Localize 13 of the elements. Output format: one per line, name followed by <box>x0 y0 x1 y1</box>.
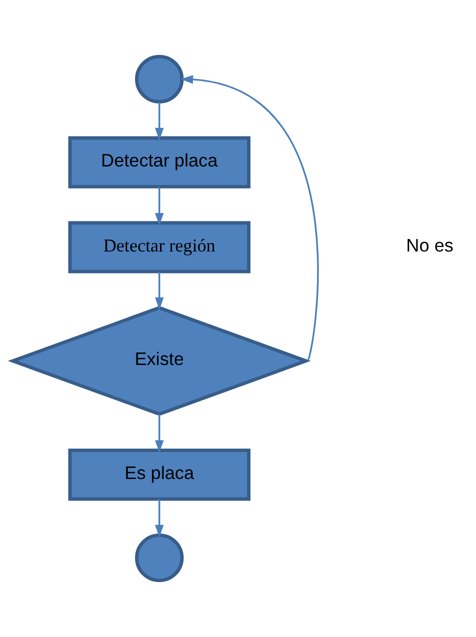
arrow <box>155 499 164 538</box>
node-circle <box>135 534 184 582</box>
node-box: Es placa <box>68 448 250 501</box>
node-box: Detectar región <box>68 221 250 274</box>
node-diamond: Existe <box>8 306 311 416</box>
arrow <box>155 186 164 226</box>
arrow <box>155 414 164 453</box>
node-circle <box>135 54 184 104</box>
node-box: Detectar placa <box>68 136 250 188</box>
arrow <box>155 272 164 310</box>
arrow <box>155 102 164 140</box>
label: No es <box>406 236 454 256</box>
arrow <box>180 75 319 362</box>
